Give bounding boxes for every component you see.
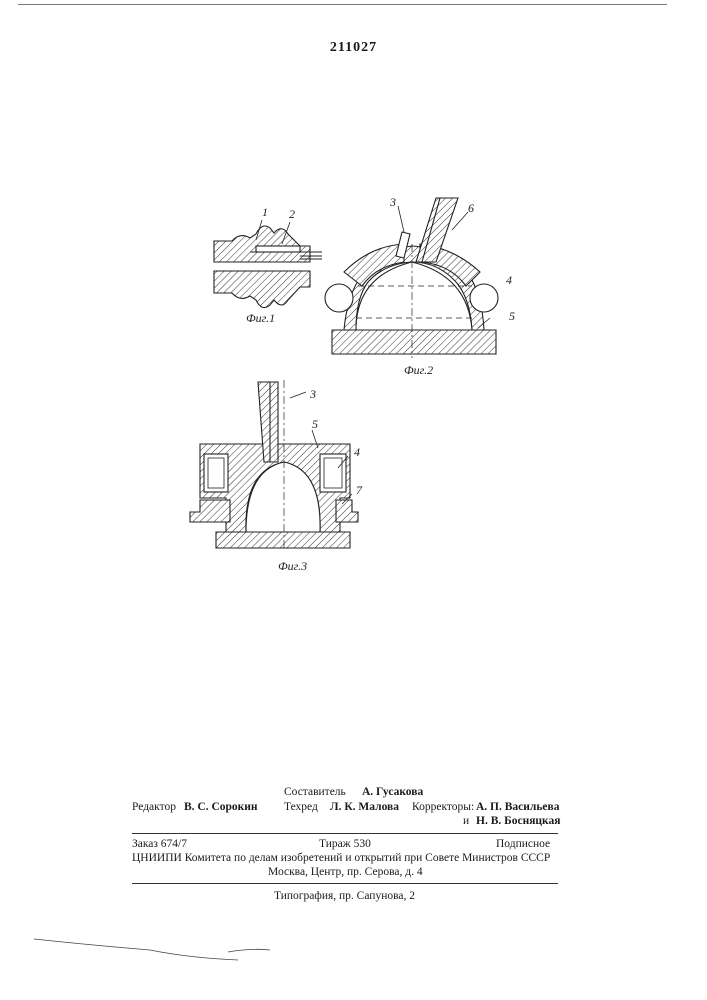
- figure-3-caption: Фиг.3: [278, 559, 307, 573]
- circulation: Тираж 530: [319, 838, 371, 850]
- figure-3-callout-3: 3: [309, 387, 316, 401]
- figure-2-callout-3: 3: [389, 195, 396, 209]
- figure-3-callout-4: 4: [354, 445, 360, 459]
- figure-2-drawing: [325, 198, 498, 358]
- editor-label: Редактор: [132, 801, 176, 813]
- figure-1-callout-2: 2: [289, 207, 295, 221]
- subscription: Подписное: [496, 838, 550, 850]
- editor-name: В. С. Сорокин: [184, 801, 258, 813]
- figure-1-drawing: [214, 220, 322, 308]
- colophon-divider-2: [132, 883, 558, 884]
- figure-3-callout-7: 7: [356, 483, 363, 497]
- corrector-2: Н. В. Босняцкая: [476, 815, 560, 827]
- scan-artifacts: [34, 939, 270, 960]
- corrector-2-prefix: и: [463, 815, 469, 827]
- techred-name: Л. К. Малова: [330, 801, 399, 813]
- institution: ЦНИИПИ Комитета по делам изобретений и о…: [132, 852, 550, 864]
- figure-1-callout-1: 1: [262, 205, 268, 219]
- figure-3-callout-5: 5: [312, 417, 318, 431]
- techred-label: Техред: [284, 801, 318, 813]
- compiler-label: Составитель: [284, 786, 346, 798]
- figure-2-callout-6: 6: [468, 201, 474, 215]
- figure-2-callout-5: 5: [509, 309, 515, 323]
- corrector-1: А. П. Васильева: [476, 801, 560, 813]
- figure-1-caption: Фиг.1: [246, 311, 275, 325]
- figure-2-callout-4: 4: [506, 273, 512, 287]
- address: Москва, Центр, пр. Серова, д. 4: [268, 866, 423, 878]
- figure-2-caption: Фиг.2: [404, 363, 433, 377]
- printing-house: Типография, пр. Сапунова, 2: [274, 890, 415, 902]
- figure-3-drawing: [190, 380, 358, 550]
- order-number: Заказ 674/7: [132, 838, 187, 850]
- colophon-divider-1: [132, 833, 558, 834]
- compiler-name: А. Гусакова: [362, 786, 423, 798]
- correctors-label: Корректоры:: [412, 801, 474, 813]
